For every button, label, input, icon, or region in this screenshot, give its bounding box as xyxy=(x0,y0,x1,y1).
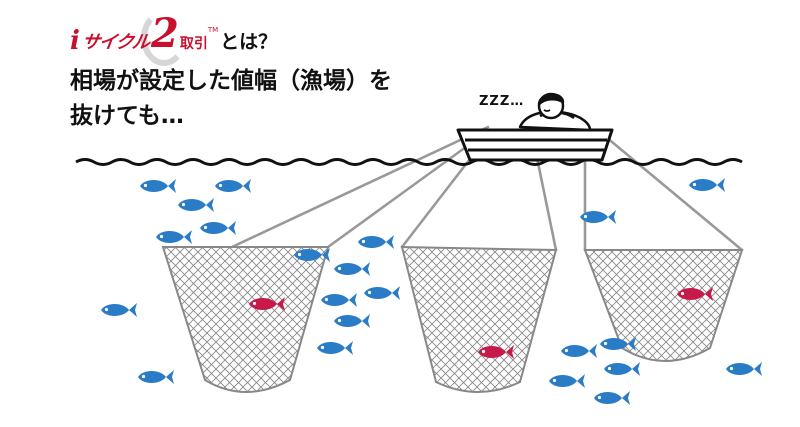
net-middle xyxy=(400,245,558,393)
fish-icon xyxy=(334,314,370,328)
fish-icon xyxy=(101,303,137,317)
fish-icon xyxy=(549,374,585,388)
fish-icon xyxy=(156,230,192,244)
brand-i: i xyxy=(70,26,80,56)
fish-icon xyxy=(594,391,630,405)
fish-icon xyxy=(178,198,214,212)
fish-icon xyxy=(138,370,174,384)
net-line xyxy=(326,129,490,249)
headline: 相場が設定した値幅（漁場）を 抜けても… xyxy=(70,64,392,134)
fish-icon xyxy=(358,235,394,249)
net-left xyxy=(161,246,330,393)
wave-line xyxy=(75,158,743,166)
fish-icon xyxy=(334,262,370,276)
fish-icon xyxy=(364,286,400,300)
boat-icon xyxy=(456,128,614,162)
sleeping-man-icon xyxy=(518,92,592,132)
fish-icon xyxy=(317,341,353,355)
brand-name: サイクル xyxy=(80,32,151,53)
fish-icon xyxy=(321,293,357,307)
fish-icon xyxy=(561,344,597,358)
fish-icon xyxy=(689,178,725,192)
fish-icon xyxy=(604,362,640,376)
sleep-text: ZZZ… xyxy=(479,94,525,109)
fish-icon xyxy=(200,221,236,235)
headline-line-2: 抜けても… xyxy=(70,103,184,129)
fish-icon xyxy=(215,179,251,193)
brand-suffix: とは？ xyxy=(220,31,278,53)
brand-deal: 取引 xyxy=(179,36,208,52)
brand-tm: TM xyxy=(207,26,219,34)
fish-icon xyxy=(140,179,176,193)
net-line xyxy=(598,130,744,252)
net-right xyxy=(583,249,744,362)
net-line xyxy=(230,125,490,249)
fish-icon xyxy=(726,362,762,376)
brand-number: 2 xyxy=(141,10,187,66)
brand-logo: i サイクル 2 取引 TM とは？ xyxy=(70,10,278,66)
headline-line-1: 相場が設定した値幅（漁場）を xyxy=(70,68,392,94)
brand-number-text: 2 xyxy=(151,10,179,57)
